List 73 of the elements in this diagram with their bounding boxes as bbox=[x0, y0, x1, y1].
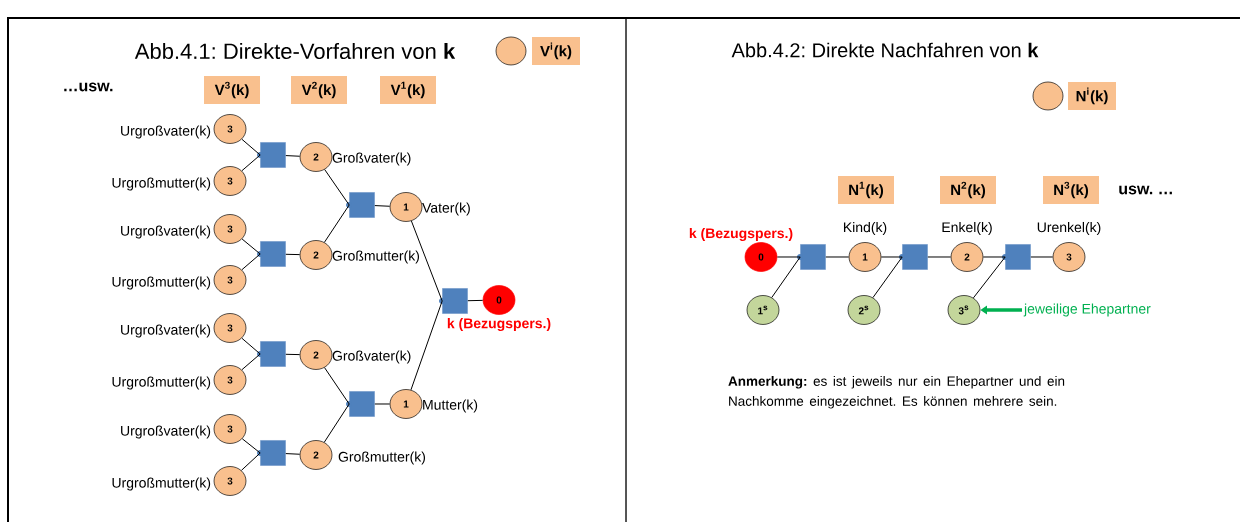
marriage-square bbox=[257, 440, 286, 466]
connector-line bbox=[285, 155, 301, 157]
legend-label: V$^{i}$(k) bbox=[532, 37, 580, 65]
node-caption: Großvater(k) bbox=[332, 350, 411, 364]
node-caption: Urgroßmutter(k) bbox=[112, 376, 211, 390]
node-caption: Großmutter(k) bbox=[332, 250, 420, 264]
connector-line bbox=[410, 220, 443, 302]
connector-line bbox=[324, 169, 350, 206]
note-text: Anmerkung: es ist jeweils nur ein Ehepartner und ein Nachkomme eingezeichnet. Es können mehrere sein. bbox=[728, 376, 1065, 409]
node-caption: Vater(k) bbox=[422, 202, 470, 216]
connector-line bbox=[410, 300, 443, 391]
connector-line bbox=[323, 204, 350, 243]
continuation-note: usw. … bbox=[1119, 185, 1172, 195]
node-caption: Urgroßvater(k) bbox=[121, 125, 211, 139]
connector-line bbox=[972, 256, 1006, 299]
connector-line bbox=[324, 367, 350, 405]
figure-title: Abb.4.1: Direkte-Vorfahren von k bbox=[134, 42, 456, 60]
node-caption: Urgroßvater(k) bbox=[121, 225, 211, 239]
connector-line bbox=[241, 154, 261, 172]
node-caption: k (Bezugspers.) bbox=[447, 318, 551, 332]
marriage-square bbox=[899, 244, 928, 270]
node-caption: Urgroßvater(k) bbox=[121, 425, 211, 439]
node-caption: Urgroßmutter(k) bbox=[112, 177, 211, 191]
connector-line bbox=[880, 256, 903, 258]
tag-box: N$^{2}$(k) bbox=[940, 176, 996, 204]
node-caption: Enkel(k) bbox=[942, 221, 992, 235]
connector-line bbox=[241, 438, 261, 454]
marriage-square bbox=[257, 142, 286, 168]
connector-line bbox=[285, 453, 301, 455]
node-caption: Mutter(k) bbox=[423, 399, 478, 413]
node-caption: Kind(k) bbox=[844, 221, 887, 235]
connector-line bbox=[825, 256, 850, 258]
connector-line bbox=[241, 138, 261, 156]
connector-line bbox=[323, 403, 350, 443]
marriage-square bbox=[257, 241, 286, 267]
legend-label: N$^{i}$(k) bbox=[1068, 82, 1116, 110]
connector-line bbox=[872, 256, 903, 299]
marriage-square bbox=[439, 288, 468, 314]
node-caption: Urenkel(k) bbox=[1037, 221, 1101, 235]
tag-box: V$^{1}$(k) bbox=[380, 76, 436, 104]
marriage-square bbox=[257, 341, 286, 367]
tag-box: V$^{3}$(k) bbox=[204, 76, 260, 104]
marriage-square bbox=[797, 244, 826, 270]
connector-line bbox=[374, 403, 391, 405]
connector-line bbox=[927, 256, 952, 258]
connector-line bbox=[240, 452, 261, 471]
connector-line bbox=[374, 205, 391, 207]
connector-line bbox=[241, 353, 261, 371]
node-caption: Urgroßvater(k) bbox=[121, 324, 211, 338]
tag-box: N$^{1}$(k) bbox=[838, 176, 894, 204]
marriage-square bbox=[346, 391, 375, 417]
figure-title: Abb.4.2: Direkte Nachfahren von k bbox=[731, 42, 1039, 58]
connector-line bbox=[771, 256, 801, 298]
marriage-square bbox=[346, 192, 375, 218]
marriage-square bbox=[1002, 244, 1031, 270]
node-caption: Urgroßmutter(k) bbox=[112, 276, 211, 290]
tag-box: N$^{3}$(k) bbox=[1043, 176, 1099, 204]
tag-box: V$^{2}$(k) bbox=[291, 76, 347, 104]
connector-line bbox=[285, 253, 301, 256]
connector-line bbox=[241, 238, 261, 255]
node-caption: Großmutter(k) bbox=[338, 451, 426, 465]
connector-line bbox=[1030, 256, 1054, 258]
continuation-note: …usw. bbox=[64, 82, 113, 92]
node-caption: Urgroßmutter(k) bbox=[112, 477, 211, 491]
connector-line bbox=[982, 256, 1006, 258]
annotation-text: jeweilige Ehepartner bbox=[1023, 303, 1151, 317]
connector-line bbox=[241, 337, 261, 355]
node-caption: k (Bezugspers.) bbox=[689, 227, 793, 241]
connector-line bbox=[241, 253, 261, 271]
connector-line bbox=[285, 353, 301, 356]
connector-line bbox=[467, 299, 484, 302]
node-caption: Großvater(k) bbox=[332, 152, 411, 166]
connector-line bbox=[776, 256, 801, 258]
